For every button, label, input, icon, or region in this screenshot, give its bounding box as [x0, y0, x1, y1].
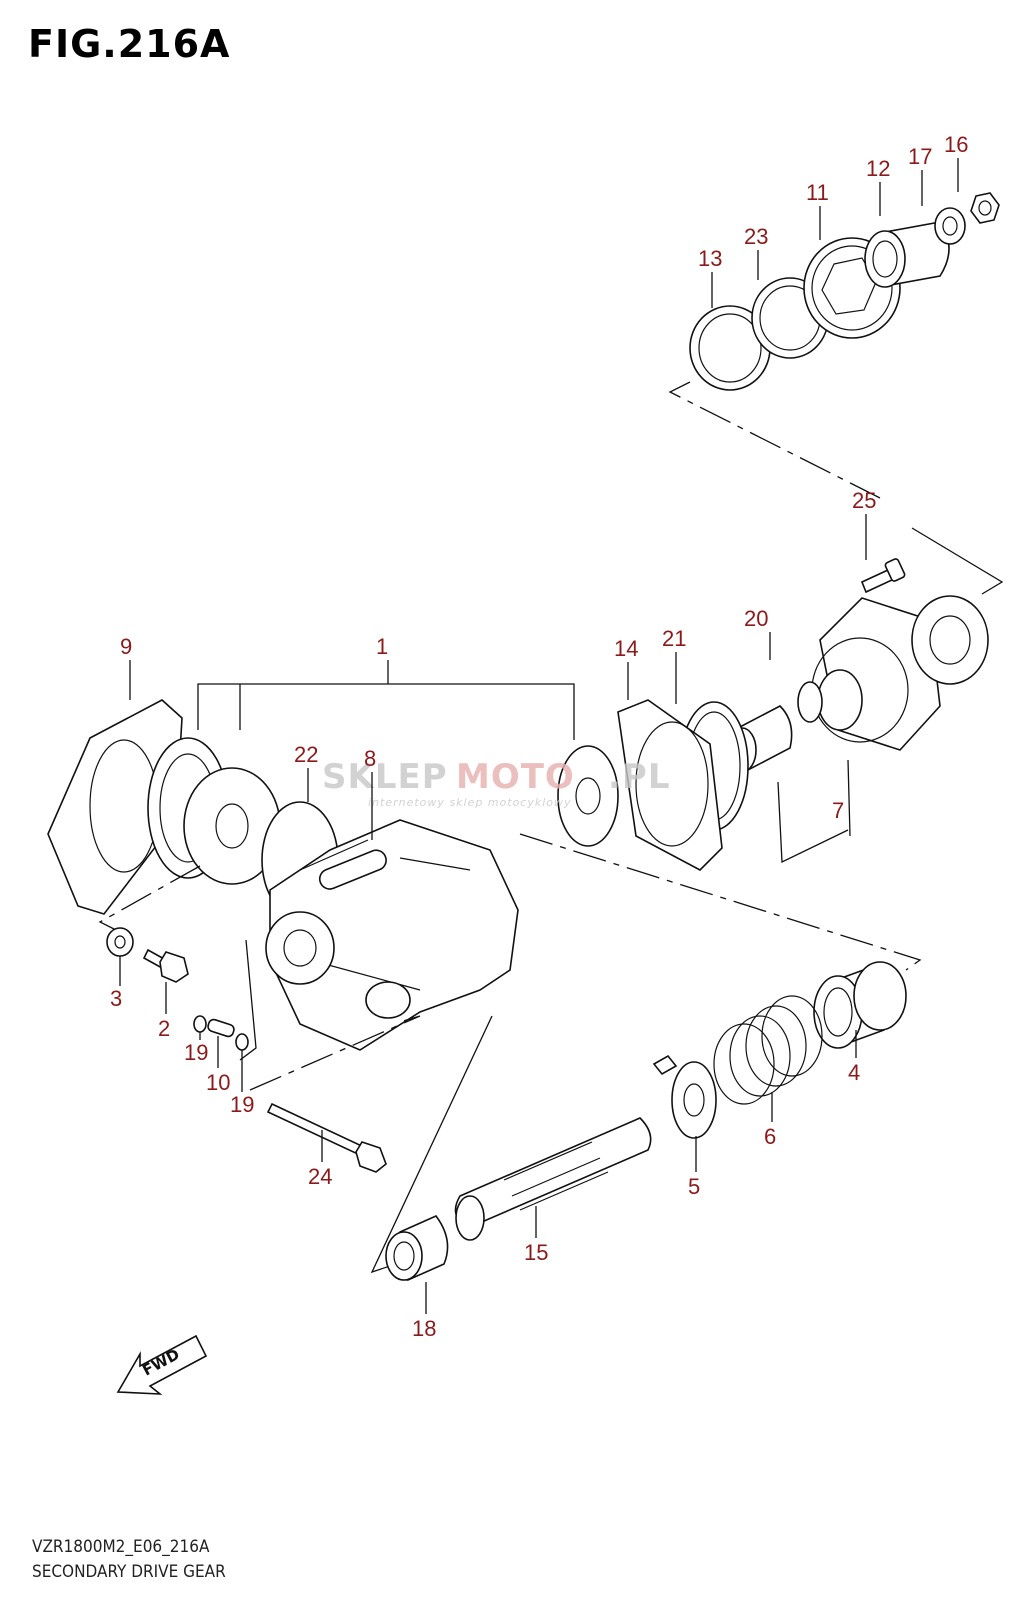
callout-18: 18: [412, 1316, 436, 1341]
part-1-gear-right: [557, 745, 619, 847]
callout-14: 14: [614, 636, 638, 661]
fwd-arrow-icon: FWD: [116, 1334, 208, 1395]
callout-17: 17: [908, 144, 932, 169]
part-19-oring-a: [193, 1015, 207, 1033]
part-14-cover: [617, 699, 723, 871]
part-3-washer: [106, 927, 134, 957]
part-12-bearing: [864, 221, 950, 288]
assembly-line-left: [98, 865, 201, 931]
callout-13: 13: [698, 246, 722, 271]
callout-11: 11: [806, 180, 829, 205]
part-17-washer: [934, 207, 966, 245]
callout-9: 9: [120, 634, 132, 659]
callout-21: 21: [662, 626, 686, 651]
part-7-housing: [811, 595, 989, 751]
bracket-7: [777, 759, 851, 864]
watermark-tagline: internetowy sklep motocyklowy: [368, 796, 572, 809]
callout-15: 15: [524, 1240, 548, 1265]
callout-3: 3: [110, 986, 122, 1011]
assembly-line-center: [249, 1015, 421, 1091]
callout-10: 10: [206, 1070, 230, 1095]
part-20-oring: [797, 681, 823, 723]
callout-1: 1: [376, 634, 388, 659]
bracket-25: [911, 527, 1004, 595]
part-5-cam: [652, 1054, 717, 1139]
part-10-dowel: [207, 1018, 235, 1038]
part-18-bearing: [385, 1215, 449, 1282]
callout-19-b: 19: [230, 1092, 254, 1117]
watermark-brand-b: MOTO: [456, 757, 575, 797]
callout-24: 24: [308, 1164, 332, 1189]
bracket-1: [197, 683, 575, 740]
part-2-bolt: [142, 948, 189, 983]
watermark-brand-c: .PL: [608, 757, 671, 797]
assembly-line-right: [519, 833, 922, 971]
callout-22: 22: [294, 742, 318, 767]
callout-19-a: 19: [184, 1040, 208, 1065]
callout-5: 5: [688, 1174, 700, 1199]
callout-8: 8: [364, 746, 376, 771]
part-15-shaft: [454, 1117, 652, 1241]
part-1-gear-left: [147, 737, 281, 885]
callout-6: 6: [764, 1124, 776, 1149]
diagram-code: VZR1800M2_E06_216A: [32, 1537, 210, 1557]
diagram-name: SECONDARY DRIVE GEAR: [32, 1562, 226, 1582]
part-4-bearing: [813, 961, 907, 1049]
callout-20: 20: [744, 606, 768, 631]
part-19-oring-b: [235, 1033, 249, 1051]
part-24-bolt: [266, 1102, 387, 1173]
part-16-nut: [970, 192, 1000, 224]
bracket-10: [239, 939, 257, 1061]
callout-4: 4: [848, 1060, 860, 1085]
part-6-spring: [713, 995, 823, 1105]
assembly-line-top: [668, 381, 881, 499]
callout-2: 2: [158, 1016, 170, 1041]
watermark: SKLEP MOTO .PL internetowy sklep motocyk…: [322, 757, 671, 809]
callout-12: 12: [866, 156, 890, 181]
figure-title: FIG.216A: [28, 22, 231, 66]
part-25-bolt: [860, 558, 906, 594]
callout-25: 25: [852, 488, 876, 513]
callout-16: 16: [944, 132, 968, 157]
callout-23: 23: [744, 224, 768, 249]
callouts: 1 2 3 4 5 6 7 8 9 10 11 12 13 14 15 16 1…: [110, 132, 968, 1341]
callout-7: 7: [832, 798, 844, 823]
part-8-case: [265, 819, 519, 1051]
watermark-brand-a: SKLEP: [322, 757, 448, 797]
